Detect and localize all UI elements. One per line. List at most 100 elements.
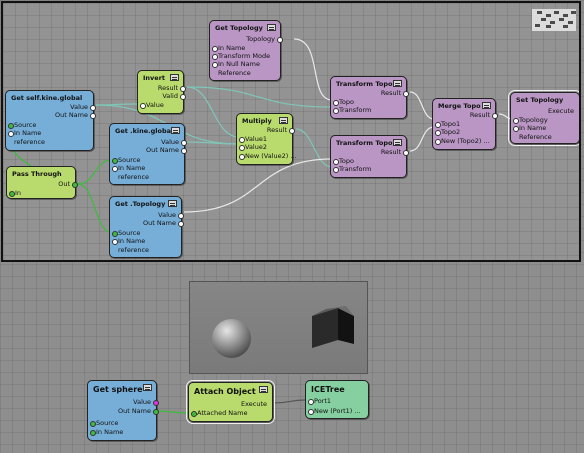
get-topology-value-node[interactable]: Get .Topology Value Out Name Source In N…	[109, 196, 184, 258]
node-menu-icon[interactable]	[482, 102, 491, 109]
node-menu-icon[interactable]	[171, 127, 180, 134]
reference-port[interactable]: reference	[118, 246, 150, 254]
input-port[interactable]: New (Port1) ...	[308, 407, 361, 415]
wire-multiply-to-transform2	[295, 128, 333, 168]
node-menu-icon[interactable]	[393, 80, 402, 87]
input-port[interactable]: Topo2	[435, 128, 460, 136]
node-menu-icon[interactable]	[168, 200, 177, 207]
output-port[interactable]: Out	[58, 180, 78, 188]
input-port[interactable]: Value1	[239, 135, 267, 143]
node-title: Get .Topology	[115, 200, 166, 208]
output-port[interactable]: Value	[161, 138, 187, 146]
get-sphere-node[interactable]: Get sphere Value Out Name Source In Name	[87, 380, 159, 441]
output-port[interactable]: Execute	[241, 400, 267, 408]
node-title: Get self.kine.global	[11, 94, 83, 102]
node-title: Get sphere	[93, 385, 143, 394]
wire-transform1-to-merge	[409, 91, 435, 120]
input-port[interactable]: Transform Mode	[212, 52, 270, 60]
navigation-minimap[interactable]	[532, 9, 576, 31]
input-port[interactable]: Source	[112, 156, 140, 164]
multiply-node[interactable]: Multiply Result Value1 Value2 New (Value…	[236, 113, 297, 165]
input-port[interactable]: Topo	[333, 157, 354, 165]
input-port[interactable]: Attached Name	[191, 409, 247, 417]
set-topology-node[interactable]: Set Topology Execute Topology In Name Re…	[508, 90, 579, 146]
sphere-object[interactable]	[212, 319, 251, 358]
input-port[interactable]: Topo	[333, 98, 354, 106]
attach-object-node[interactable]: Attach Object Execute Attached Name	[186, 380, 275, 424]
input-port[interactable]: Value2	[239, 143, 267, 151]
input-port[interactable]: In Name	[112, 164, 145, 172]
ice-graph-canvas[interactable]: Get Topology Topology In Name Transform …	[1, 1, 581, 262]
wire-pass-to-source2	[77, 159, 112, 185]
merge-topo-node[interactable]: Merge Topo Result Topo1 Topo2 New (Topo2…	[432, 98, 498, 150]
pass-through-node[interactable]: Pass Through Out In	[6, 166, 78, 199]
wire-gettopo-to-transform2	[183, 158, 333, 213]
output-port[interactable]: Topology	[246, 35, 283, 43]
reference-port[interactable]: Reference	[218, 69, 251, 77]
icetree-node[interactable]: ICETree Port1 New (Port1) ...	[305, 380, 369, 419]
output-port[interactable]: Out Name	[143, 219, 184, 227]
3d-viewport[interactable]	[189, 281, 368, 374]
input-port[interactable]: In Name	[112, 237, 145, 245]
get-kine-global-node[interactable]: Get .kine.global Value Out Name Source I…	[109, 123, 187, 185]
input-port[interactable]: Port1	[308, 397, 331, 405]
input-port[interactable]: Transform	[333, 106, 371, 114]
get-self-kine-global-node[interactable]: Get self.kine.global Value Out Name Sour…	[5, 90, 96, 151]
input-port[interactable]: In	[9, 189, 21, 197]
transform-topo-node-1[interactable]: Transform Topo Result Topo Transform	[330, 76, 409, 119]
input-port[interactable]: In Name	[8, 129, 41, 137]
wire-pass-to-source3	[77, 183, 112, 233]
output-port[interactable]: Value	[158, 211, 184, 219]
invert-node[interactable]: Invert Result Valid Value	[137, 70, 186, 114]
node-title: Get Topology	[215, 24, 263, 32]
reference-port[interactable]: reference	[14, 138, 46, 146]
output-port[interactable]: Result	[158, 84, 186, 92]
output-port[interactable]: Out Name	[118, 407, 159, 415]
output-port[interactable]: Result	[381, 89, 409, 97]
wire-value-to-invert	[95, 103, 140, 106]
output-port[interactable]: Result	[381, 148, 409, 156]
transform-topo-node-2[interactable]: Transform Topo Result Topo Transform	[330, 135, 409, 178]
node-menu-icon[interactable]	[143, 384, 152, 391]
get-topology-node[interactable]: Get Topology Topology In Name Transform …	[209, 20, 283, 81]
output-port[interactable]: Out Name	[146, 146, 187, 154]
output-port[interactable]: Value	[70, 103, 96, 111]
node-title: Transform Topo	[336, 139, 393, 147]
input-port[interactable]: New (Value2) ...	[239, 152, 297, 160]
output-port[interactable]: Value	[133, 398, 159, 406]
output-port[interactable]: Out Name	[55, 111, 96, 119]
node-title: Pass Through	[12, 170, 62, 178]
reference-port[interactable]: Reference	[519, 133, 552, 141]
node-menu-icon[interactable]	[259, 386, 268, 393]
input-port[interactable]: Topo1	[435, 120, 460, 128]
input-port[interactable]: New (Topo2) ...	[435, 137, 490, 145]
wire-kine-to-multiply	[186, 141, 240, 145]
input-port[interactable]: In Name	[212, 44, 245, 52]
input-port[interactable]: Source	[90, 419, 118, 427]
node-menu-icon[interactable]	[393, 139, 402, 146]
input-port[interactable]: In Name	[90, 428, 123, 436]
node-menu-icon[interactable]	[170, 74, 179, 81]
input-port[interactable]: In Name	[513, 124, 546, 132]
output-port[interactable]: Execute	[548, 107, 574, 115]
output-port[interactable]: Result	[267, 126, 295, 134]
node-title: Transform Topo	[336, 80, 393, 88]
node-title: Attach Object	[194, 387, 256, 396]
node-menu-icon[interactable]	[267, 24, 276, 31]
output-port[interactable]: Valid	[162, 92, 186, 100]
input-port[interactable]: In Null Name	[212, 60, 260, 68]
input-port[interactable]: Transform	[333, 165, 371, 173]
output-port[interactable]: Result	[470, 111, 498, 119]
cube-object[interactable]	[308, 304, 358, 350]
wire-invert-to-multiply	[186, 86, 240, 138]
input-port[interactable]: Source	[112, 229, 140, 237]
node-title: Invert	[143, 74, 166, 82]
node-title: Get .kine.global	[115, 127, 174, 135]
input-port[interactable]: Source	[8, 121, 36, 129]
reference-port[interactable]: reference	[118, 173, 150, 181]
input-port[interactable]: Topology	[513, 116, 548, 124]
input-port[interactable]: Value	[140, 101, 164, 109]
wire-invert-to-transform1	[186, 86, 333, 108]
node-menu-icon[interactable]	[279, 117, 288, 124]
node-title: ICETree	[311, 385, 345, 394]
